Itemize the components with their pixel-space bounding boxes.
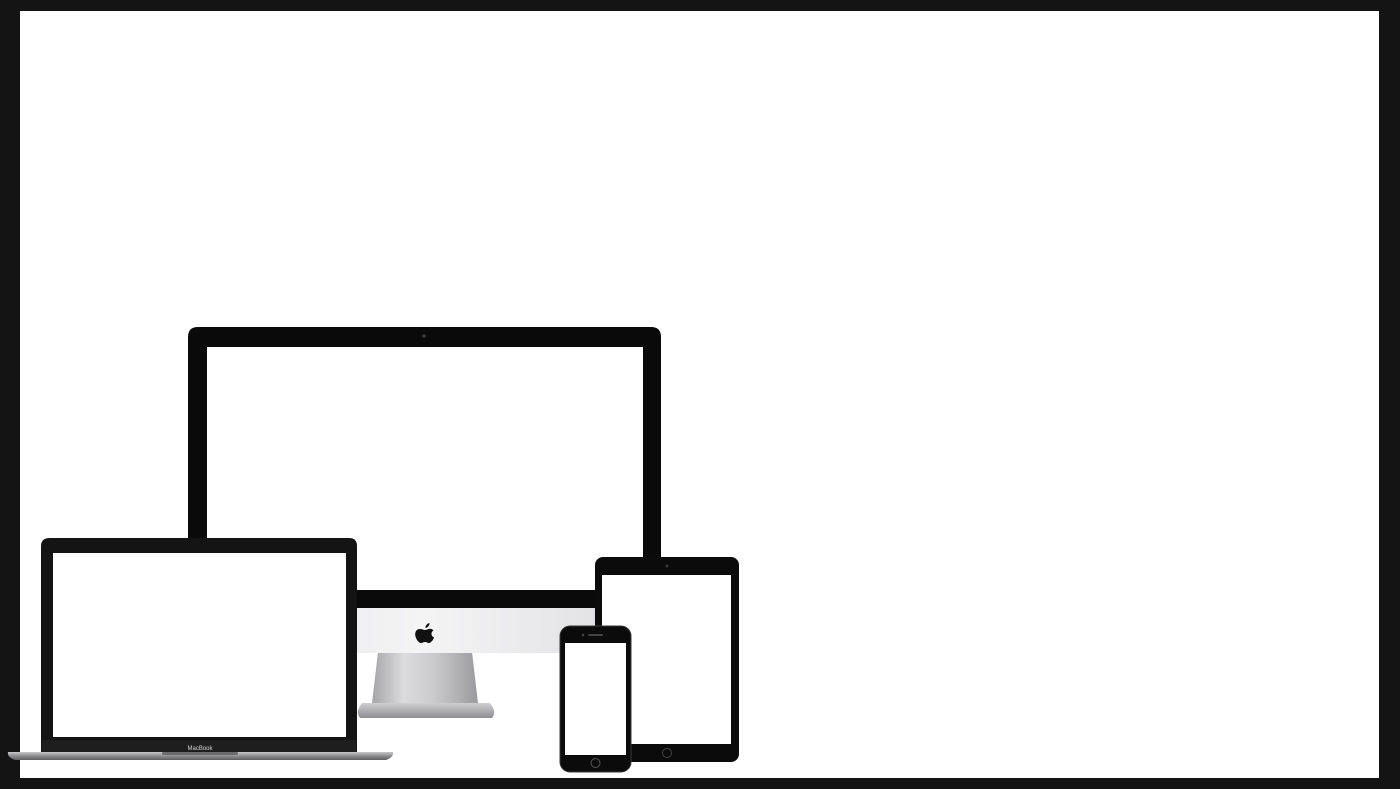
tablet-home-button (662, 748, 672, 758)
apple-logo-icon (415, 623, 434, 643)
phone-speaker (588, 634, 603, 636)
imac-camera (422, 334, 426, 338)
phone-camera (581, 633, 585, 637)
laptop-lid-bottom-band (42, 740, 356, 752)
tablet-camera (665, 564, 669, 568)
laptop-base (7, 752, 394, 760)
imac-stand (372, 652, 478, 703)
laptop-screen (53, 553, 346, 737)
laptop-device: MacBook (7, 538, 394, 760)
phone-screen (565, 643, 626, 755)
phone-device (559, 625, 632, 773)
phone-home-button (590, 758, 601, 768)
imac-device (188, 327, 661, 718)
laptop-brand-label: MacBook (187, 746, 213, 752)
laptop-trackpad-notch (162, 752, 238, 755)
imac-stand-base (357, 703, 495, 718)
